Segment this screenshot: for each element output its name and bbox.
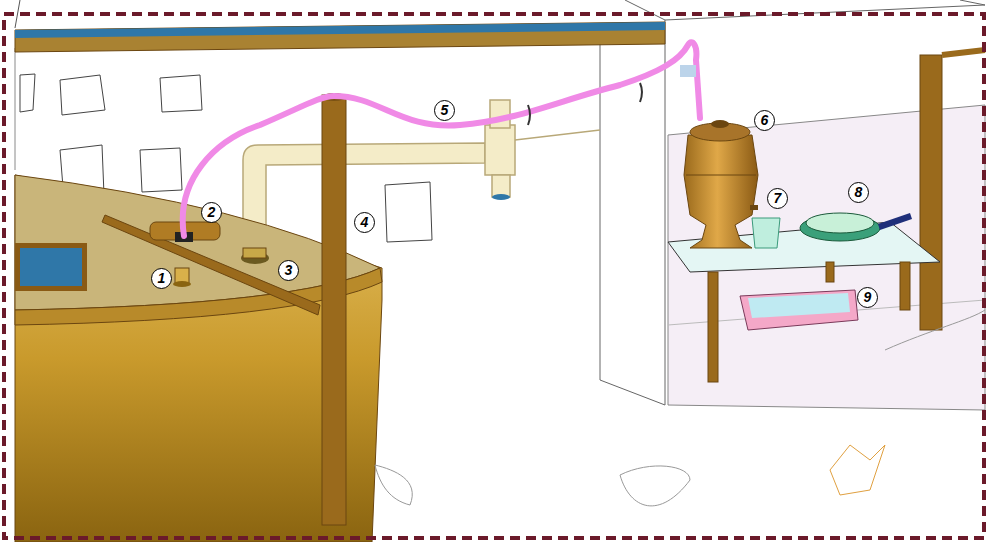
callout-number: 4 — [354, 212, 375, 233]
callout-number: 3 — [278, 260, 299, 281]
callout-number: 7 — [767, 188, 788, 209]
callout-number: 6 — [754, 110, 775, 131]
callout-number: 5 — [434, 100, 455, 121]
callout-number: 2 — [201, 202, 222, 223]
callout-number: 9 — [857, 287, 878, 308]
callout-number: 1 — [151, 268, 172, 289]
callout-number: 8 — [848, 182, 869, 203]
